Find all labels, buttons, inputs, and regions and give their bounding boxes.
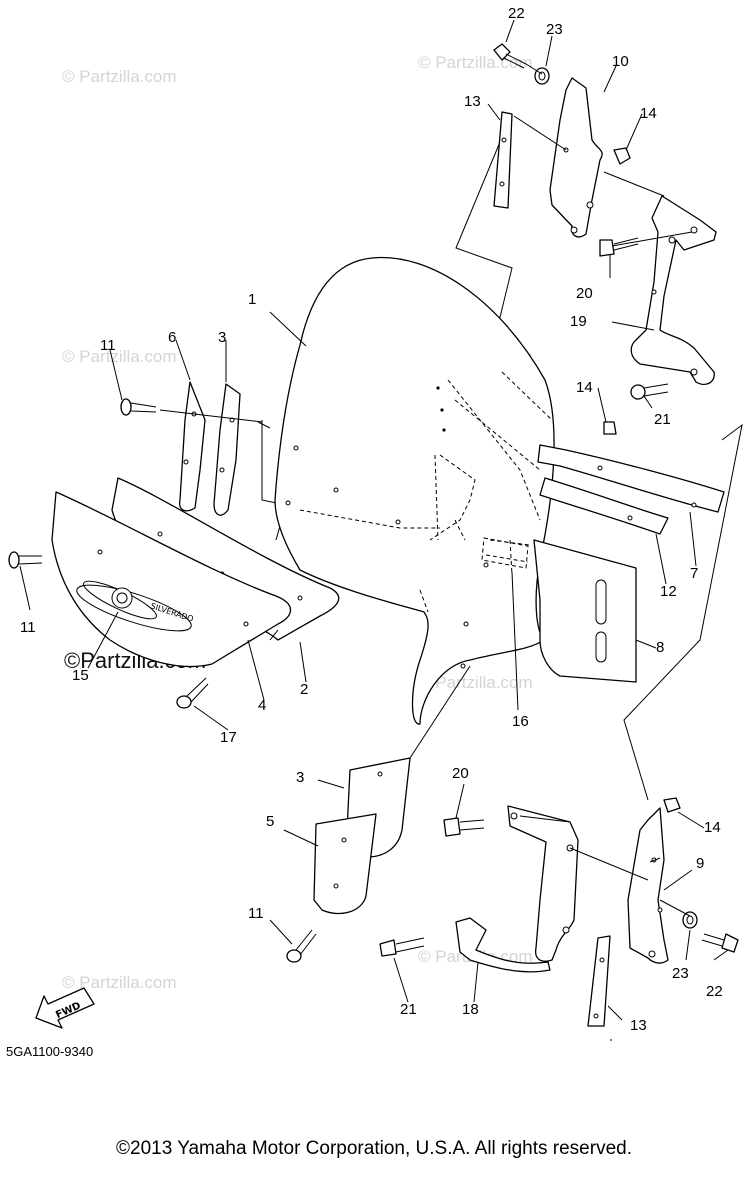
- callout-17: 17: [220, 729, 237, 746]
- fastener-nut-14-lower: [663, 797, 681, 813]
- callout-5: 5: [266, 813, 274, 830]
- callout-16: 16: [512, 713, 529, 730]
- callout-19: 19: [570, 313, 587, 330]
- callout-11: 11: [100, 337, 116, 354]
- callout-14: 14: [704, 819, 721, 836]
- callout-13: 13: [630, 1017, 647, 1034]
- watermark: © Partzilla.com: [62, 67, 177, 86]
- callout-3: 3: [296, 769, 304, 786]
- watermark: © Partzilla.com: [62, 347, 177, 366]
- watermark: © Partzilla.com: [418, 673, 533, 692]
- callout-20: 20: [576, 285, 593, 302]
- fastener-screw-17: [176, 677, 209, 709]
- callout-11: 11: [20, 619, 36, 636]
- callout-10: 10: [612, 53, 629, 70]
- watermark: © Partzilla.com: [418, 53, 533, 72]
- bracket-part-5: [313, 813, 377, 915]
- callout-2: 2: [300, 681, 308, 698]
- fastener-bolt-21-upper: [630, 383, 669, 400]
- outer-panel-part-4: SILVERADO: [51, 491, 292, 668]
- lower-plate-part-8: [533, 539, 637, 683]
- assembly-outline: [455, 141, 743, 801]
- copyright-notice: ©2013 Yamaha Motor Corporation, U.S.A. A…: [116, 1138, 632, 1159]
- callout-13: 13: [464, 93, 481, 110]
- stay-part-19: [630, 195, 717, 386]
- callout-12: 12: [660, 583, 677, 600]
- fastener-washer-23-lower: [682, 911, 698, 929]
- callout-21: 21: [400, 1001, 417, 1018]
- fastener-bolt-22-lower: [701, 933, 739, 953]
- watermark: © Partzilla.com: [62, 973, 177, 992]
- callout-20: 20: [452, 765, 469, 782]
- callout-6: 6: [168, 329, 176, 346]
- callout-labels: 22 23 10 13 14 20 19 14 21 1 6 3 11 11 1…: [20, 5, 723, 1034]
- bracket-part-10: [549, 77, 603, 238]
- callout-22: 22: [508, 5, 525, 22]
- callout-15: 15: [72, 667, 89, 684]
- bracket-part-3-upper: [213, 383, 241, 516]
- callout-18: 18: [462, 1001, 479, 1018]
- strip-part-13-lower: [587, 935, 611, 1027]
- part-code: 5GA1100-9340: [6, 1044, 93, 1059]
- callout-11: 11: [248, 905, 264, 922]
- callout-4: 4: [258, 697, 266, 714]
- fastener-screw-11-upper: [120, 398, 157, 416]
- windshield-part-1: [274, 256, 555, 725]
- alignment-lines: [159, 63, 693, 1041]
- fastener-nut-14-middle: [603, 421, 617, 435]
- callout-21: 21: [654, 411, 671, 428]
- callout-23: 23: [672, 965, 689, 982]
- fastener-bolt-20-upper: [599, 237, 639, 257]
- leader-lines: [19, 19, 729, 1021]
- callout-8: 8: [656, 639, 664, 656]
- callout-22: 22: [706, 983, 723, 1000]
- callout-3: 3: [218, 329, 226, 346]
- fastener-screw-11-left: [8, 551, 43, 569]
- strip-part-13-upper: [493, 111, 513, 209]
- stay-part-18-assembly: [455, 805, 579, 973]
- bracket-part-6: [179, 381, 206, 512]
- strip-part-12: [539, 477, 669, 535]
- fwd-arrow-icon: FWD: [35, 987, 95, 1029]
- callout-14: 14: [640, 105, 657, 122]
- callout-9: 9: [696, 855, 704, 872]
- fastener-nut-14-upper: [613, 147, 631, 165]
- callout-7: 7: [690, 565, 698, 582]
- fastener-bolt-22-upper: [493, 43, 527, 69]
- fastener-bolt-21-lower: [379, 937, 425, 957]
- fastener-bolt-20-lower: [443, 817, 485, 837]
- callout-1: 1: [248, 291, 256, 308]
- strip-part-7: [537, 444, 725, 513]
- callout-23: 23: [546, 21, 563, 38]
- callout-14: 14: [576, 379, 593, 396]
- bracket-part-9: [627, 807, 669, 964]
- inner-piece-part-16: [481, 537, 529, 569]
- fastener-screw-11-lower: [286, 929, 317, 963]
